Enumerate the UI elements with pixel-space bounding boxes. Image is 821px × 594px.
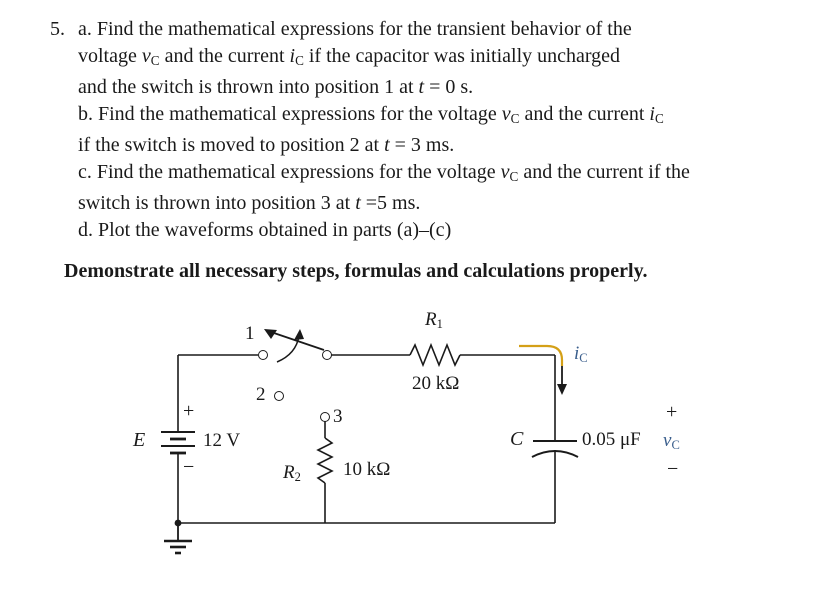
battery-minus-sign: − [183,456,195,478]
var-v: v [141,45,151,67]
circuit-svg [161,329,579,555]
switch-pos2-label: 2 [256,384,266,405]
problem-line: if the switch is moved to position 2 at … [50,132,795,159]
ic-arrowhead [557,384,567,395]
problem-line: switch is thrown into position 3 at t =5… [50,190,795,217]
capacitor-value-label: 0.05 μF [582,429,641,450]
switch-rotation-arrowhead [294,329,304,340]
r2-label: R2 [283,462,301,485]
ic-arrow [519,344,567,395]
var-t: t [418,75,425,98]
r1-value-label: 20 kΩ [412,373,460,394]
vc-plus-sign: + [666,401,678,423]
problem-text: = 3 ms. [389,133,455,156]
problem-text: and the current [159,45,290,67]
switch-pos1-label: 1 [245,323,255,344]
var-t: t [384,133,390,156]
capacitor-name-label: C [510,428,524,450]
problem-text: if the switch is moved to position 2 at [78,133,385,156]
resistor-r1 [409,342,461,368]
problem-line: c. Find the mathematical expressions for… [50,159,795,190]
subscript-c: C [150,52,160,68]
problem-line: and the switch is thrown into position 1… [50,74,795,101]
battery-plus-sign: + [183,400,195,422]
capacitor-plate-bottom-curved [531,450,579,458]
problem-line: b. Find the mathematical expressions for… [50,101,795,132]
r2-value-label: 10 kΩ [343,459,391,480]
var-v: v [500,160,510,183]
ic-subscript: C [579,350,588,365]
battery-value-label: 12 V [203,430,241,451]
circuit-figure: 1 2 3 + E 12 V − R1 20 kΩ R2 10 kΩ iC C … [115,298,810,590]
problem-line: 5. a. Find the mathematical expressions … [50,16,795,43]
switch-pos3-label: 3 [333,406,343,427]
var-v: v [501,102,511,125]
ic-symbol: i [574,343,580,364]
ic-label: iC [574,343,588,366]
problem-text: and the current if the [518,160,690,183]
problem-line: d. Plot the waveforms obtained in parts … [50,217,795,244]
problem-text: a. Find the mathematical expressions for… [78,18,632,40]
problem-text: if the capacitor was initially uncharged [303,45,621,67]
problem-number: 5. [50,18,65,40]
switch [258,329,332,422]
r2-symbol: R [283,462,295,483]
instruction-note: Demonstrate all necessary steps, formula… [64,259,648,282]
r2-subscript: 2 [294,469,301,484]
switch-blade-arrowhead [264,329,277,339]
vc-minus-sign: − [667,458,679,480]
switch-contact-2 [274,391,284,401]
var-i: i [289,45,296,67]
battery-name-label: E [133,429,146,451]
ic-wire-highlight [519,344,564,366]
r1-subscript: 1 [436,316,443,331]
problem-text: c. Find the mathematical expressions for… [78,160,501,183]
battery-symbol [161,431,195,455]
switch-contact-3 [320,412,330,422]
problem-statement: 5. a. Find the mathematical expressions … [50,16,795,285]
var-t: t [355,191,361,214]
problem-line: voltage vC and the current iC if the cap… [50,43,795,74]
r1-symbol: R [425,309,437,330]
wires [177,354,556,524]
problem-text: d. Plot the waveforms obtained in parts … [78,218,452,241]
subscript-c: C [295,52,304,68]
problem-text: switch is thrown into position 3 at [78,191,356,214]
subscript-c: C [654,110,664,126]
problem-text: =5 ms. [360,191,421,214]
subscript-c: C [510,110,520,126]
resistor-r2 [316,437,334,484]
ground-icon [164,519,192,555]
vc-subscript: C [671,437,680,452]
problem-text: and the current [519,102,650,125]
problem-text: b. Find the mathematical expressions for… [78,102,502,125]
subscript-c: C [509,168,519,184]
vc-symbol: v [663,430,672,451]
r1-label: R1 [425,309,443,332]
switch-contact-1 [258,350,268,360]
problem-text: and the switch is thrown into position 1… [78,75,419,98]
vc-label: vC [663,430,680,453]
capacitor-symbol [531,440,579,458]
problem-text: voltage [78,45,142,67]
var-i: i [649,102,655,125]
problem-text: = 0 s. [424,75,474,98]
switch-pole [322,350,332,360]
